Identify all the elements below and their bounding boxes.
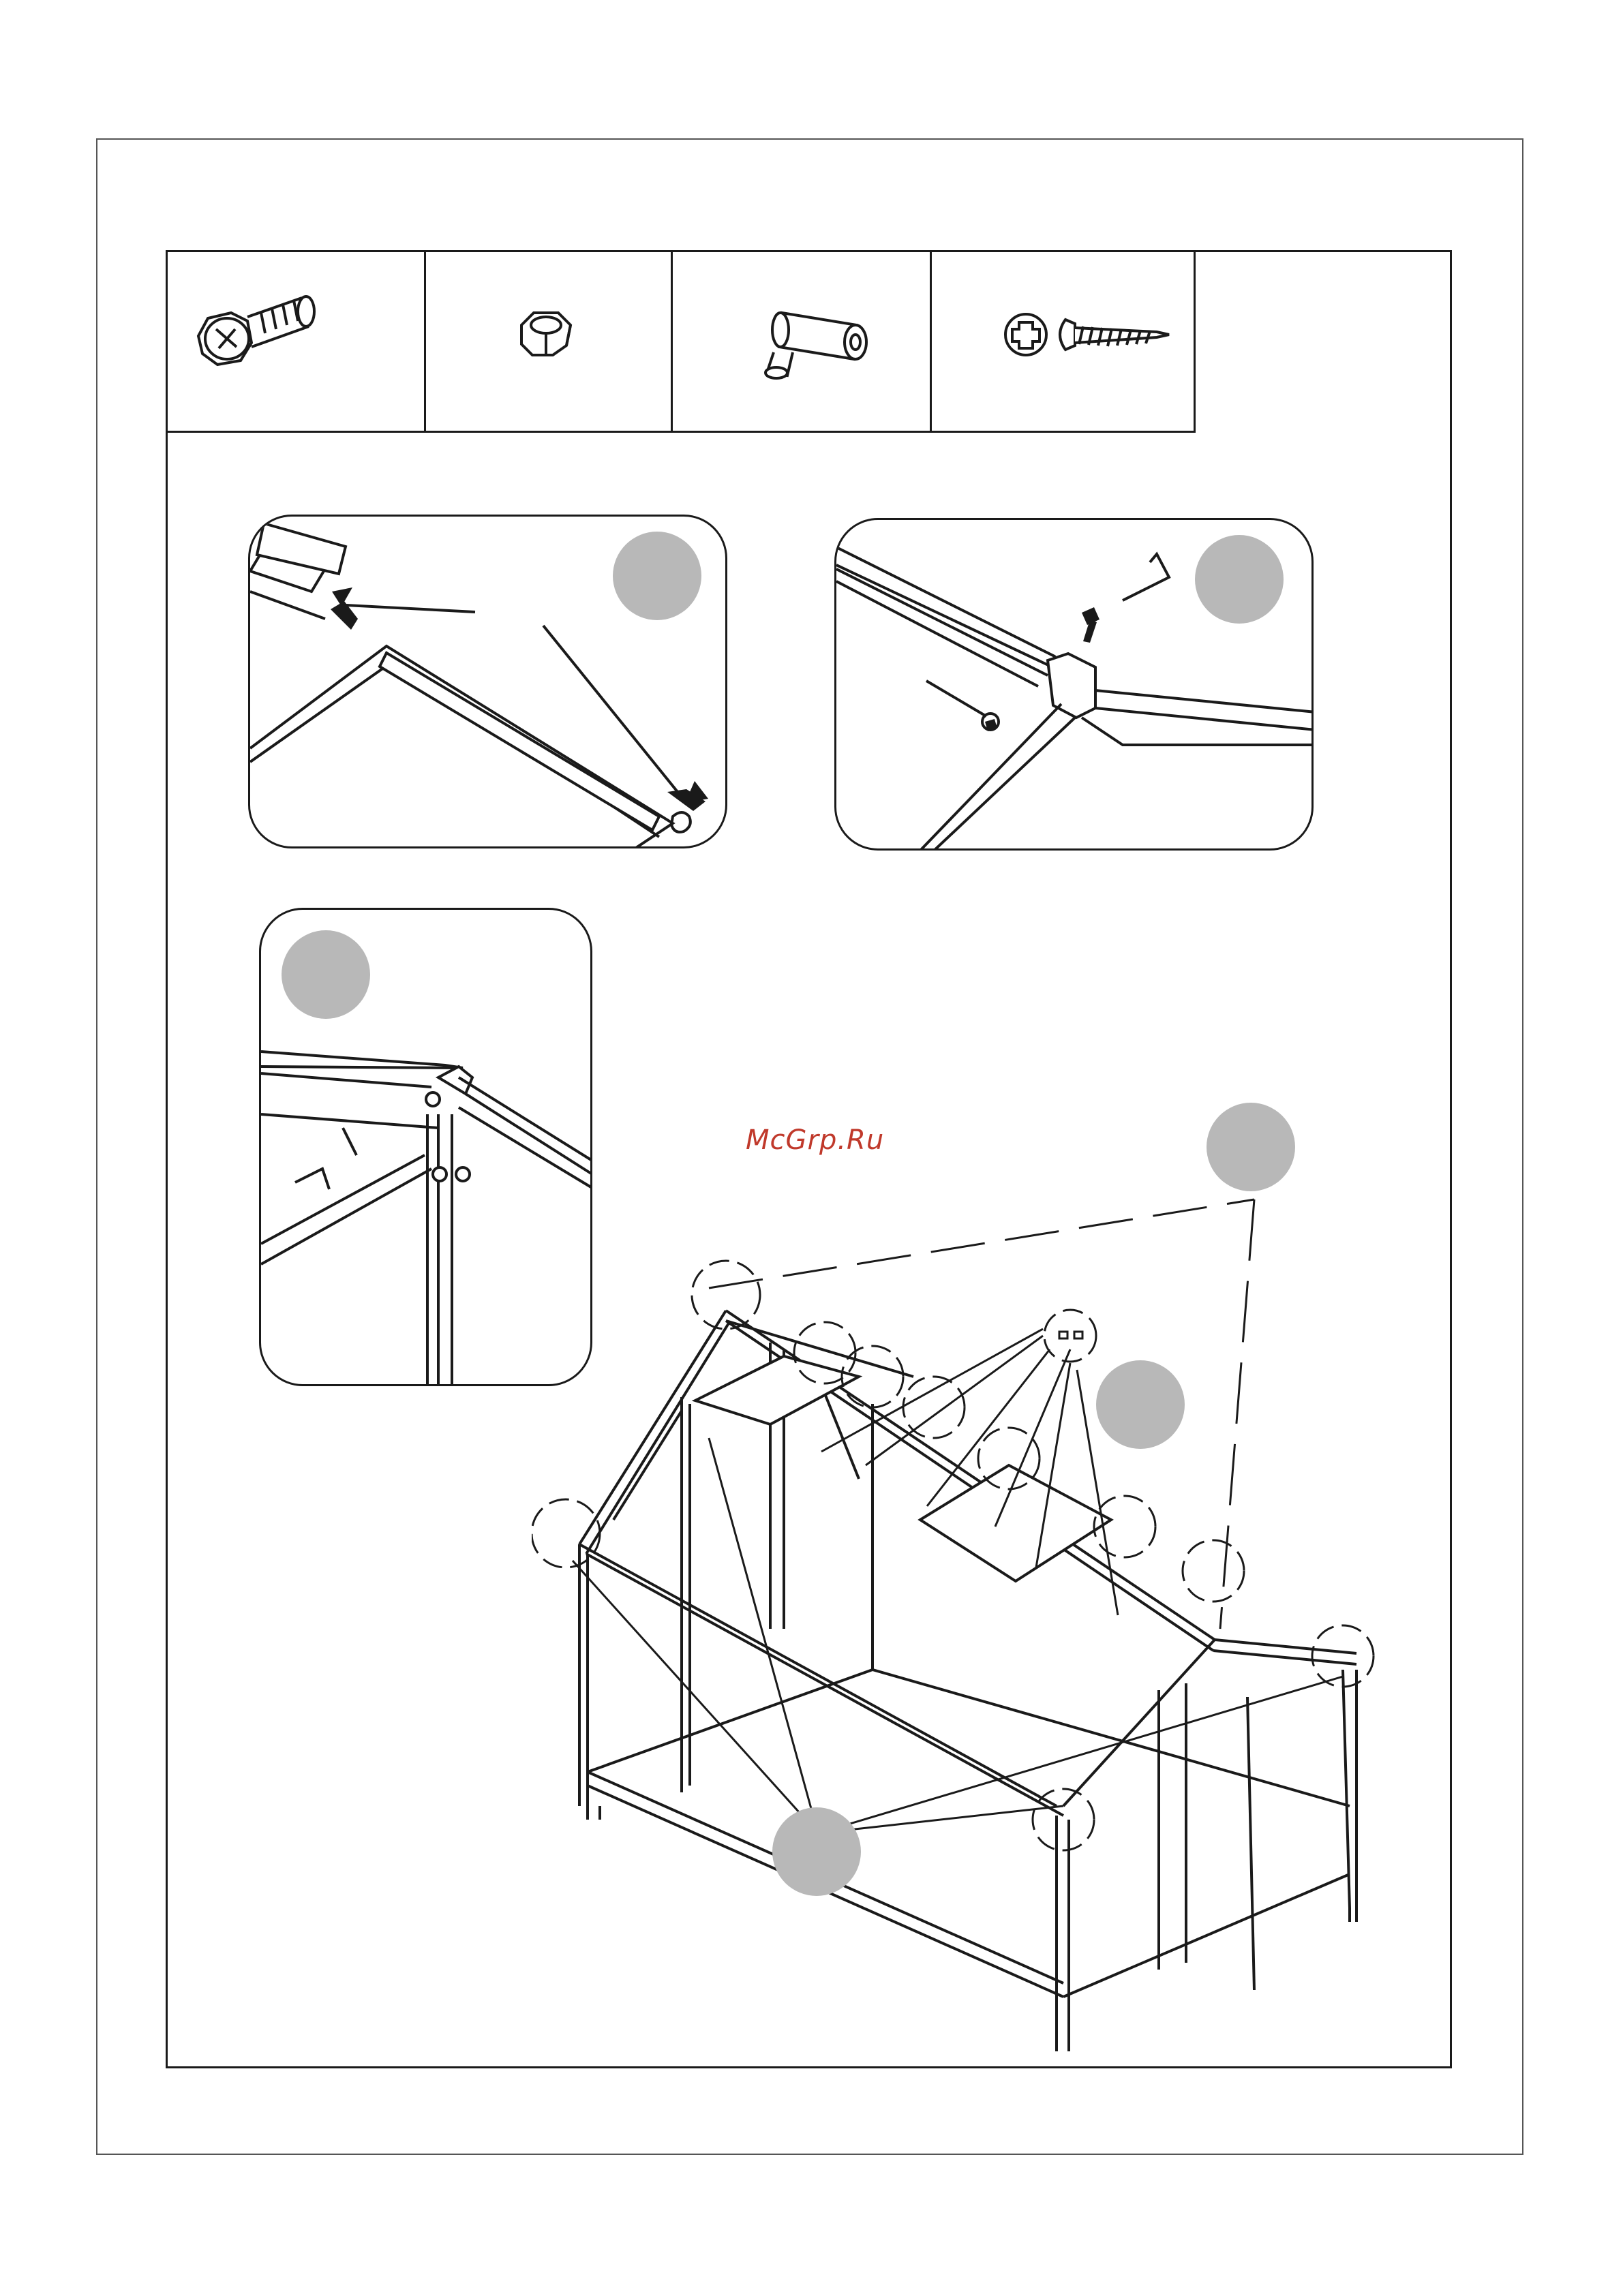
step-number-disc xyxy=(613,532,701,620)
detail-panel-roof-bar xyxy=(248,515,727,848)
step-number-disc xyxy=(282,930,370,1019)
part-cell-screw xyxy=(932,250,1194,431)
screw-icon xyxy=(932,250,1194,431)
nut-icon xyxy=(426,250,673,431)
step-number-disc xyxy=(1207,1103,1295,1191)
parts-table xyxy=(166,250,1196,433)
step-number-disc xyxy=(1195,535,1284,624)
detail-panel-ridge-joint xyxy=(834,518,1314,851)
greenhouse-frame-illustration xyxy=(532,1084,1425,2072)
step-number-disc xyxy=(772,1807,861,1896)
part-cell-bolt xyxy=(166,250,426,431)
part-cell-nut xyxy=(426,250,673,431)
bolt-icon xyxy=(166,250,426,431)
part-cell-connector xyxy=(673,250,932,431)
step-number-disc xyxy=(1096,1360,1185,1449)
connector-icon xyxy=(673,250,932,431)
